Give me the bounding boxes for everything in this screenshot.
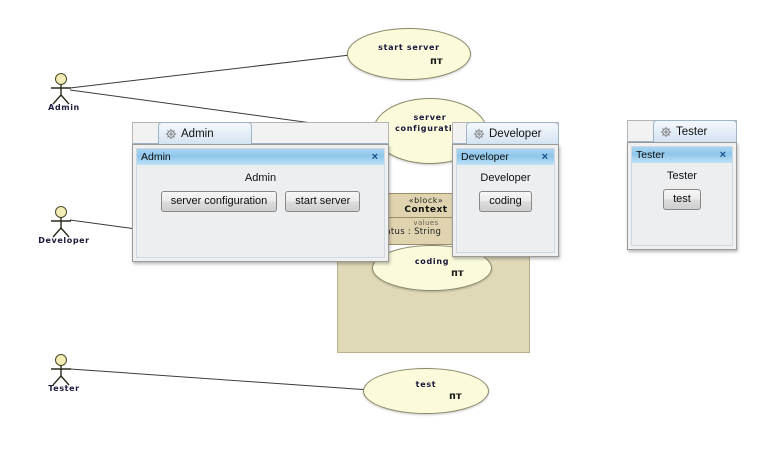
admin-button-row: server configuration start server xyxy=(137,184,384,212)
tester-window-inner: Tester × Tester test xyxy=(631,146,733,246)
association-admin-start-server xyxy=(69,54,351,89)
actor-developer: Developer xyxy=(38,205,89,245)
developer-window-body: Developer coding xyxy=(457,165,554,252)
start-server-button[interactable]: start server xyxy=(285,191,361,212)
tester-button-row: test xyxy=(632,182,732,210)
admin-window-frame: Admin × Admin server configuration start… xyxy=(132,144,389,262)
developer-window-frame: Developer × Developer coding xyxy=(452,144,559,257)
actor-admin: Admin xyxy=(44,72,84,112)
server-configuration-button[interactable]: server configuration xyxy=(160,191,278,212)
developer-window[interactable]: Developer Developer × Developer coding xyxy=(452,122,559,257)
close-icon[interactable]: × xyxy=(371,150,378,163)
developer-heading: Developer xyxy=(480,172,531,184)
close-icon[interactable]: × xyxy=(719,148,726,161)
use-case-label: test xyxy=(415,380,437,389)
block-header: «block» Context xyxy=(373,194,479,215)
admin-window[interactable]: Admin Admin × Admin server configuration… xyxy=(132,122,389,262)
developer-window-inner: Developer × Developer coding xyxy=(456,148,555,253)
admin-titlebar[interactable]: Admin × xyxy=(137,149,384,165)
use-case-badge-icon: пт xyxy=(451,268,464,279)
tester-window-body: Tester test xyxy=(632,163,732,245)
tab-admin[interactable]: Admin xyxy=(158,122,252,144)
block-attribute: status : String xyxy=(377,227,442,237)
tester-window[interactable]: Tester Tester × Tester test xyxy=(627,120,737,250)
titlebar-title: Developer xyxy=(461,151,509,163)
coding-button[interactable]: coding xyxy=(479,191,532,212)
tester-titlebar[interactable]: Tester × xyxy=(632,147,732,163)
titlebar-title: Admin xyxy=(141,151,171,163)
tester-window-frame: Tester × Tester test xyxy=(627,142,737,250)
close-icon[interactable]: × xyxy=(541,150,548,163)
actor-stick-figure-icon xyxy=(51,206,71,238)
tab-developer[interactable]: Developer xyxy=(466,122,559,144)
admin-heading: Admin xyxy=(244,172,277,184)
use-case-badge-icon: пт xyxy=(449,391,462,402)
use-case-coding[interactable]: coding пт xyxy=(372,245,492,291)
actor-stick-figure-icon xyxy=(51,354,71,386)
gear-icon xyxy=(660,126,672,137)
use-case-start-server[interactable]: start server пт xyxy=(347,28,471,80)
tab-label: Tester xyxy=(676,125,708,138)
gear-icon xyxy=(165,128,177,139)
actor-label: Admin xyxy=(48,103,80,112)
block-stereotype: «block» xyxy=(408,196,444,205)
developer-titlebar[interactable]: Developer × xyxy=(457,149,554,165)
use-case-label: coding xyxy=(414,257,450,266)
actor-tester: Tester xyxy=(44,353,84,393)
tab-label: Admin xyxy=(181,127,214,140)
block-compartment-title: values xyxy=(413,219,439,227)
titlebar-title: Tester xyxy=(636,149,665,161)
tester-heading: Tester xyxy=(667,170,697,182)
use-case-label: start server xyxy=(378,43,440,52)
tab-label: Developer xyxy=(489,127,542,140)
block-divider xyxy=(373,217,479,218)
actor-label: Tester xyxy=(48,384,80,393)
block-name: Context xyxy=(404,205,448,215)
association-tester-test xyxy=(69,368,371,391)
developer-button-row: coding xyxy=(457,184,554,212)
tab-tester[interactable]: Tester xyxy=(653,120,737,142)
gear-icon xyxy=(473,128,485,139)
actor-stick-figure-icon xyxy=(51,73,71,105)
admin-window-inner: Admin × Admin server configuration start… xyxy=(136,148,385,258)
use-case-label: server configuration xyxy=(395,113,465,133)
admin-window-body: Admin server configuration start server xyxy=(137,165,384,257)
test-button[interactable]: test xyxy=(663,189,701,210)
use-case-test[interactable]: test пт xyxy=(363,368,489,414)
actor-label: Developer xyxy=(38,236,90,245)
use-case-badge-icon: пт xyxy=(430,56,443,67)
